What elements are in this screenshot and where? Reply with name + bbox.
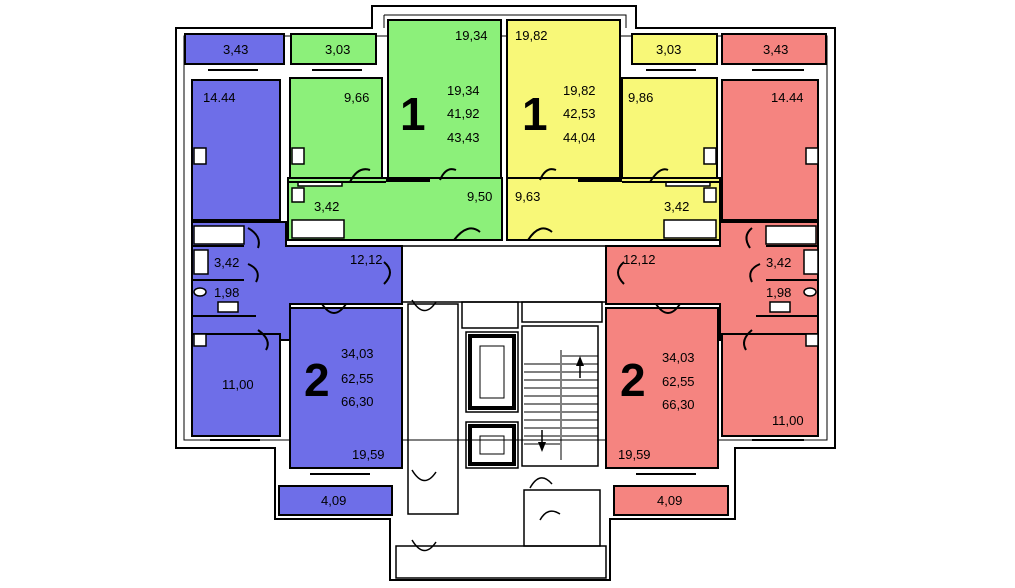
yellow-living-area: 19,82 bbox=[515, 28, 548, 43]
blue-balcony-top-label: 3,43 bbox=[223, 42, 248, 57]
blue-room-bottom bbox=[191, 333, 281, 437]
red-balcony-top bbox=[721, 33, 827, 65]
red-hall-label: 12,12 bbox=[623, 252, 656, 267]
blue-living-total: 34,03 bbox=[341, 346, 374, 361]
partitions bbox=[192, 69, 818, 475]
blue-balcony-top bbox=[184, 33, 285, 65]
stairwell bbox=[395, 245, 607, 579]
red-balcony-top-label: 3,43 bbox=[763, 42, 788, 57]
yellow-bathroom-label: 3,42 bbox=[664, 199, 689, 214]
blue-balcony-bottom bbox=[278, 485, 393, 516]
blue-rooms-number: 2 bbox=[304, 354, 330, 406]
blue-total-area: 62,55 bbox=[341, 371, 374, 386]
red-kitchen-label: 19,59 bbox=[618, 447, 651, 462]
blue-bathroom-label: 3,42 bbox=[214, 255, 239, 270]
red-rooms-number: 2 bbox=[620, 354, 646, 406]
blue-wc-label: 1,98 bbox=[214, 285, 239, 300]
green-hall-label: 9,50 bbox=[467, 189, 492, 204]
apartment-blue bbox=[184, 33, 403, 516]
blue-kitchen bbox=[289, 307, 403, 469]
yellow-balcony-label: 3,03 bbox=[656, 42, 681, 57]
green-bathroom-label: 3,42 bbox=[314, 199, 339, 214]
blue-total-with-balcony: 66,30 bbox=[341, 394, 374, 409]
apartment-red bbox=[605, 33, 827, 516]
red-balcony-bottom-label: 4,09 bbox=[657, 493, 682, 508]
blue-kitchen-label: 19,59 bbox=[352, 447, 385, 462]
shaft-hatching bbox=[468, 334, 516, 466]
blue-room-top-label: 14.44 bbox=[203, 90, 236, 105]
green-rooms-number: 1 bbox=[400, 88, 426, 140]
green-living-total: 19,34 bbox=[447, 83, 480, 98]
yellow-living-total: 19,82 bbox=[563, 83, 596, 98]
green-total-area: 41,92 bbox=[447, 106, 480, 121]
yellow-rooms-number: 1 bbox=[522, 88, 548, 140]
red-bathroom-label: 3,42 bbox=[766, 255, 791, 270]
green-room bbox=[387, 19, 502, 181]
red-room-bottom-label: 11,00 bbox=[772, 413, 804, 428]
yellow-kitchen-label: 9,86 bbox=[628, 90, 653, 105]
red-room-top-label: 14.44 bbox=[771, 90, 804, 105]
yellow-total-area: 42,53 bbox=[563, 106, 596, 121]
apartment-yellow bbox=[506, 19, 721, 241]
red-total-with-balcony: 66,30 bbox=[662, 397, 695, 412]
yellow-balcony bbox=[631, 33, 718, 65]
green-balcony bbox=[290, 33, 377, 65]
red-room-bottom bbox=[721, 333, 819, 437]
yellow-kitchen bbox=[621, 77, 718, 181]
red-room-top bbox=[721, 79, 819, 221]
blue-balcony-bottom-label: 4,09 bbox=[321, 493, 346, 508]
outer-walls bbox=[175, 5, 836, 581]
red-balcony-bottom bbox=[613, 485, 729, 516]
red-living-total: 34,03 bbox=[662, 350, 695, 365]
apartment-green bbox=[287, 19, 503, 241]
red-kitchen bbox=[605, 307, 719, 469]
red-total-area: 62,55 bbox=[662, 374, 695, 389]
green-balcony-label: 3,03 bbox=[325, 42, 350, 57]
green-kitchen-label: 9,66 bbox=[344, 90, 369, 105]
blue-hall-label: 12,12 bbox=[350, 252, 383, 267]
blue-room-bottom-label: 11,00 bbox=[222, 377, 254, 392]
stairs bbox=[524, 350, 598, 460]
green-kitchen bbox=[289, 77, 383, 181]
green-living-area: 19,34 bbox=[455, 28, 488, 43]
yellow-total-with-balcony: 44,04 bbox=[563, 130, 596, 145]
green-total-with-balcony: 43,43 bbox=[447, 130, 480, 145]
yellow-room bbox=[506, 19, 621, 181]
stair-arrow-down-icon bbox=[538, 442, 546, 452]
stair-arrow-up-icon bbox=[576, 356, 584, 366]
red-wc-label: 1,98 bbox=[766, 285, 791, 300]
yellow-hall-label: 9,63 bbox=[515, 189, 540, 204]
